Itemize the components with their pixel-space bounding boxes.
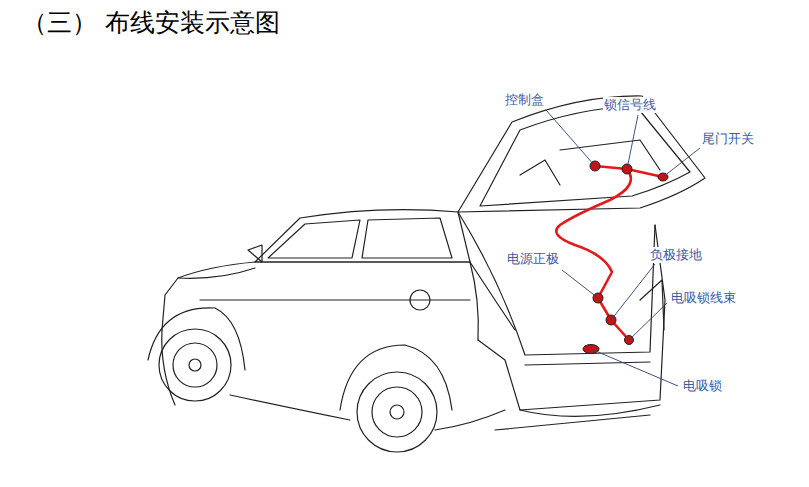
part-label: 负极接地 — [649, 247, 703, 263]
page-title: （三） 布线安装示意图 — [22, 6, 280, 39]
part-label: 电吸锁线束 — [670, 290, 737, 306]
part-label: 尾门开关 — [701, 131, 755, 147]
part-label: 控制盒 — [504, 92, 545, 108]
part-label: 电吸锁 — [682, 378, 723, 394]
part-label: 电源正极 — [506, 251, 560, 267]
part-label: 锁信号线 — [603, 97, 657, 113]
